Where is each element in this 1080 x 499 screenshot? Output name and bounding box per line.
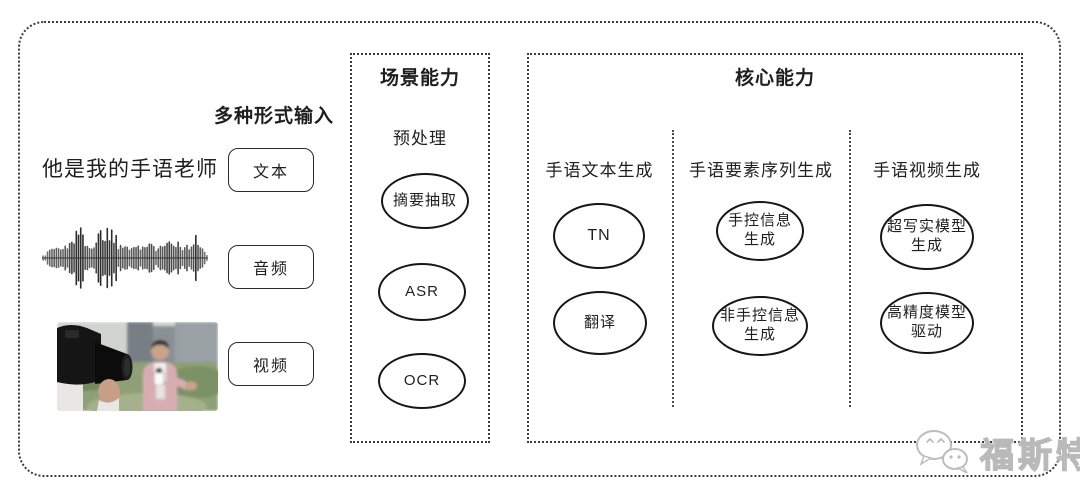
column-divider-2 [849,130,851,407]
audio-waveform-icon [42,222,208,294]
node-manual-info-generation: 手控信息 生成 [716,201,804,261]
scene-capability-title: 场景能力 [379,68,460,89]
node-hyperrealistic-model-generation: 超写实模型 生成 [880,204,974,270]
video-thumbnail [57,322,218,411]
input-section-label: 多种形式输入 [213,106,334,127]
column-divider-1 [672,130,674,407]
sample-sentence: 他是我的手语老师 [42,158,218,181]
watermark-text: 福斯特 [979,436,1080,475]
node-ocr: OCR [378,353,466,409]
core-capability-title: 核心能力 [734,68,815,89]
input-box-video: 视频 [228,342,314,386]
preprocess-label: 预处理 [393,129,447,148]
input-box-audio-label: 音频 [252,261,289,278]
column-text-generation-header: 手语文本生成 [545,161,654,180]
camera-foreground [57,325,133,411]
input-box-text: 文本 [228,148,314,192]
wechat-bubbles-icon [912,424,974,481]
node-translation: 翻译 [553,291,647,355]
input-box-text-label: 文本 [252,164,289,181]
column-element-sequence-header: 手语要素序列生成 [689,161,833,180]
scene-capability-box [350,53,490,443]
node-asr: ASR [378,263,466,321]
watermark: 福斯特 [912,424,1080,481]
input-box-audio: 音频 [228,245,314,289]
node-high-precision-model-driving: 高精度模型 驱动 [880,292,974,354]
node-summary-extraction: 摘要抽取 [381,173,469,229]
input-box-video-label: 视频 [252,358,289,375]
column-video-generation-header: 手语视频生成 [873,161,981,180]
node-non-manual-info-generation: 非手控信息 生成 [712,296,808,356]
node-tn: TN [553,203,645,269]
core-capability-box [527,53,1023,443]
outer-frame [18,21,1061,477]
